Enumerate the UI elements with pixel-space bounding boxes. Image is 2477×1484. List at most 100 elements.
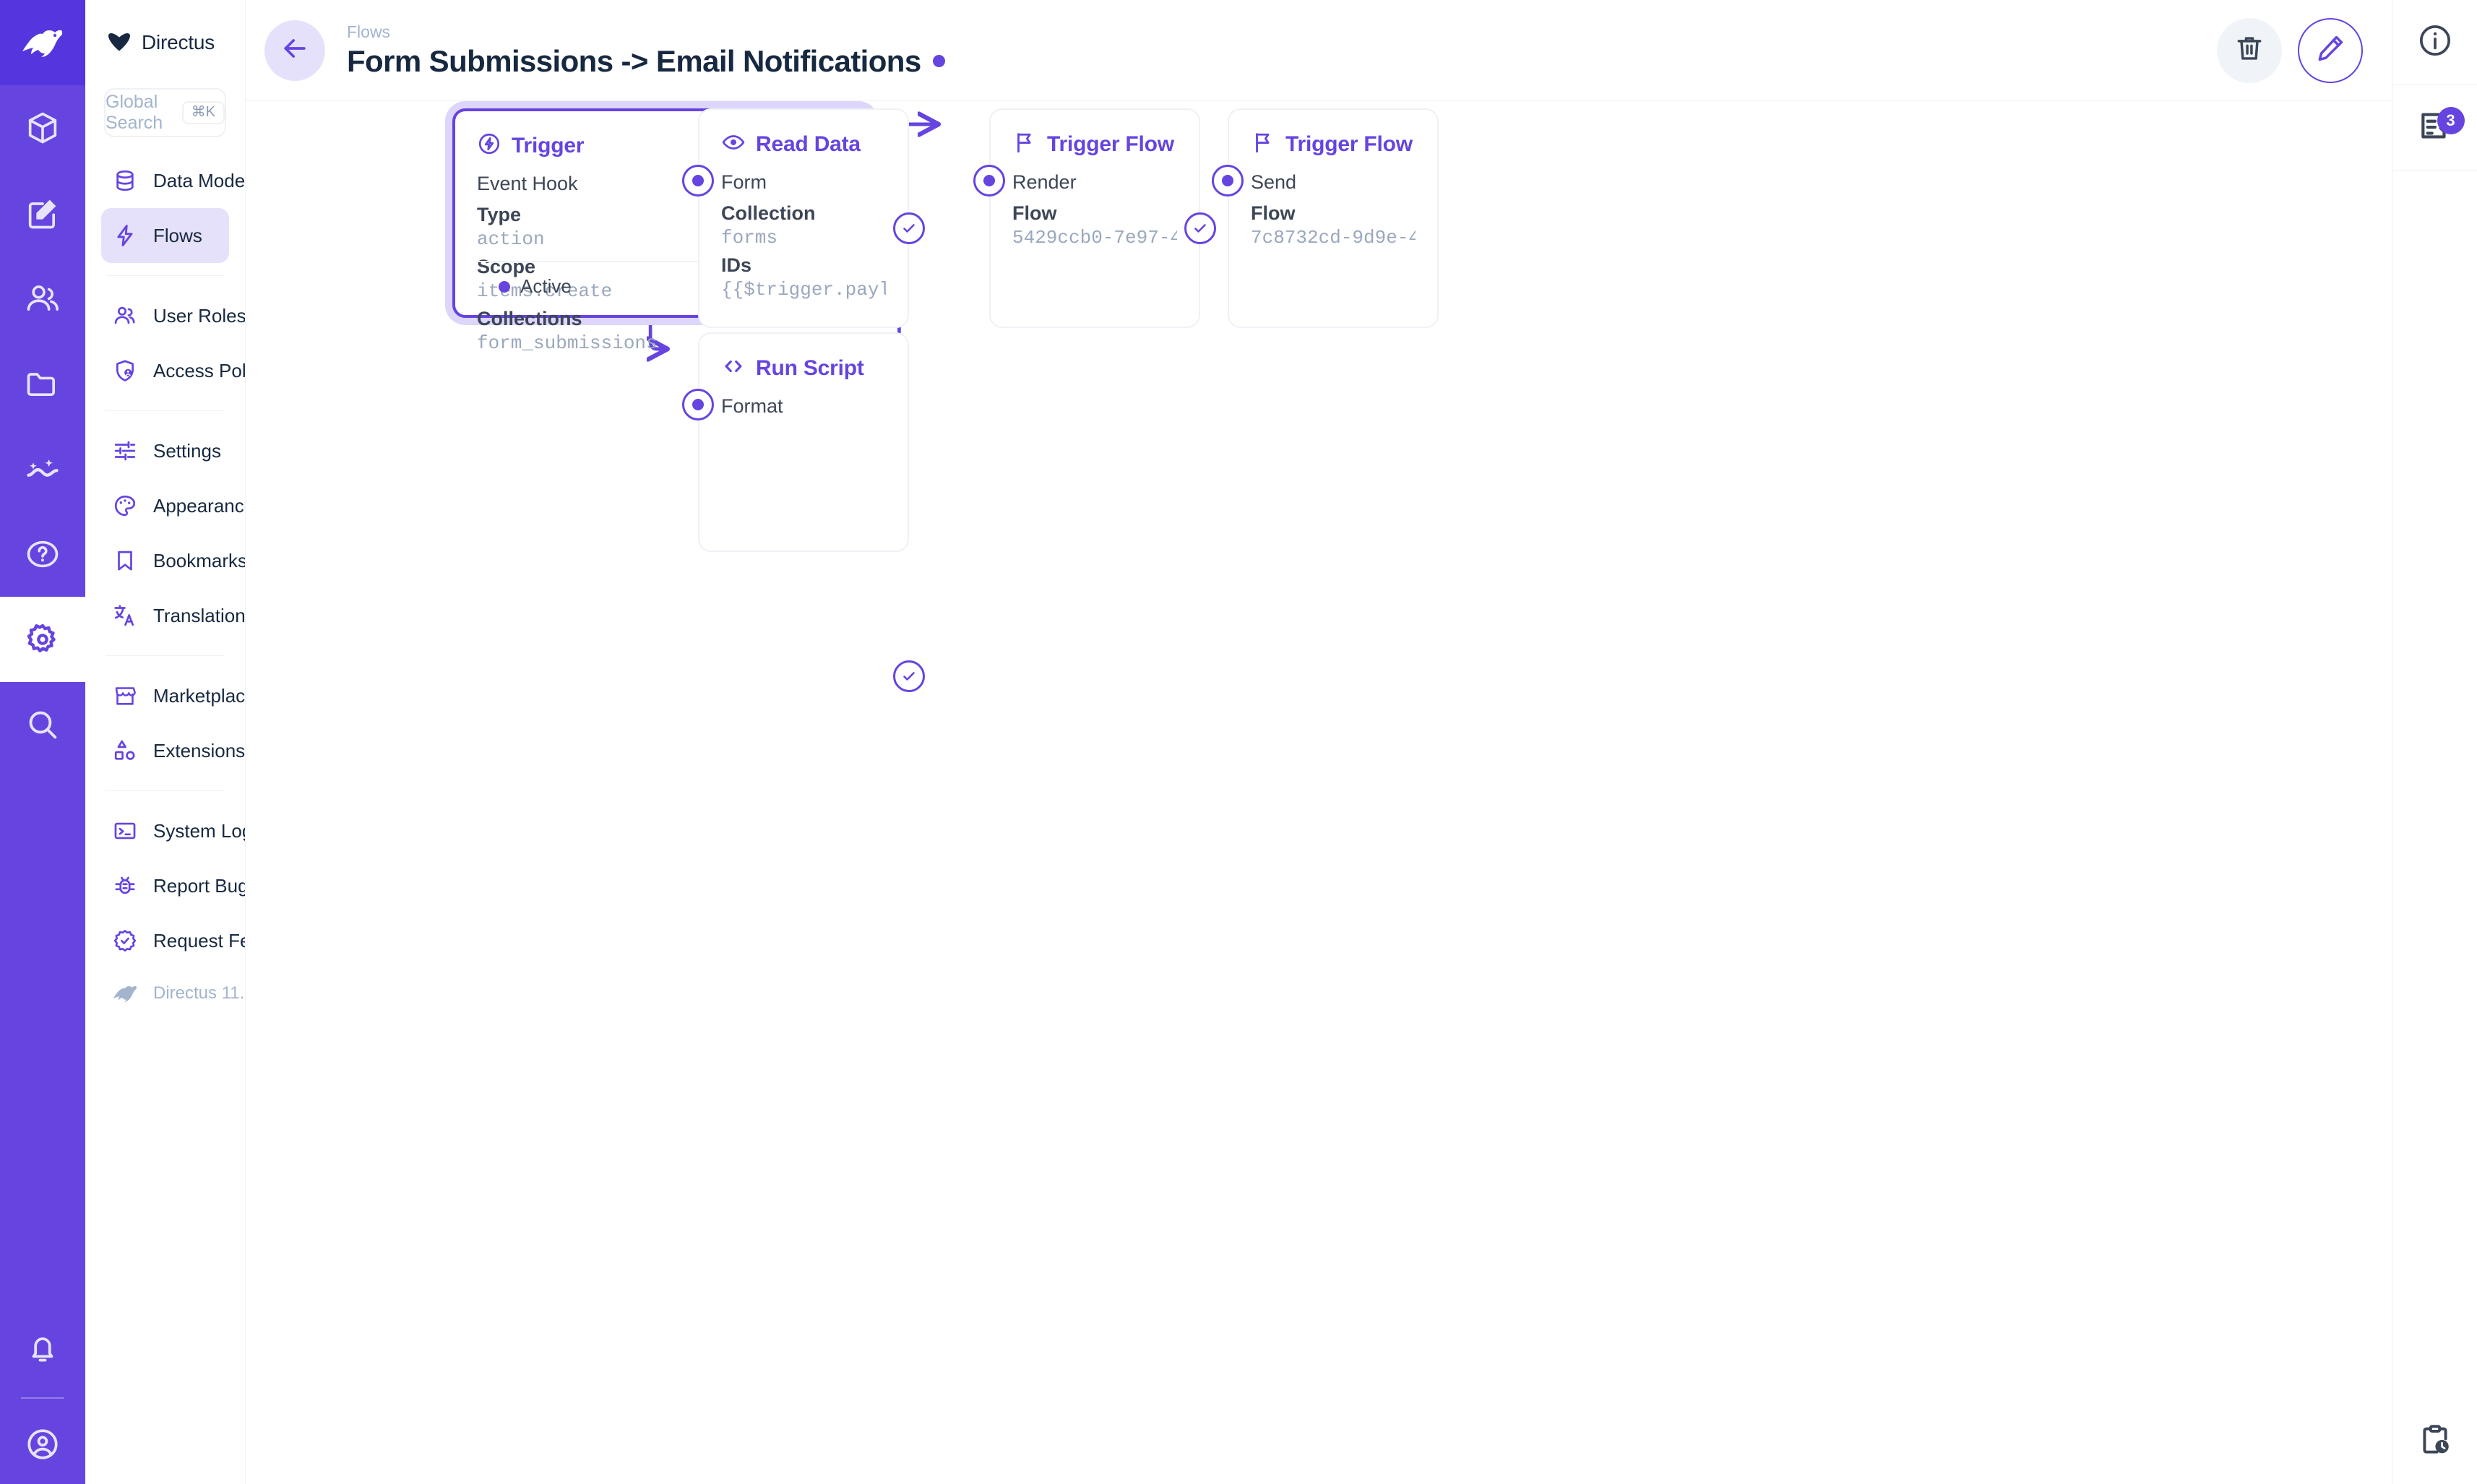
logs-count-badge: 3 <box>2437 107 2465 134</box>
flag-icon <box>1251 130 1275 158</box>
folder-icon <box>24 365 61 402</box>
page-title-block: Flows Form Submissions -> Email Notifica… <box>347 22 945 77</box>
sidebar-item-label: Appearance <box>153 494 245 517</box>
flow-canvas[interactable]: Trigger Event Hook Type action Scope ite… <box>246 101 2392 1484</box>
sidebar-item-flows[interactable]: Flows <box>101 208 229 263</box>
edit-square-icon <box>24 194 61 232</box>
rail-item-content[interactable] <box>0 85 85 171</box>
activity-history-button[interactable] <box>2392 1399 2477 1484</box>
sidebar-item-translations[interactable]: Translations <box>101 588 245 643</box>
flag-icon <box>1012 130 1037 158</box>
rail-item-account[interactable] <box>0 1405 85 1484</box>
rail-item-help[interactable] <box>0 512 85 597</box>
node-type-label: Trigger Flow <box>1285 131 1413 156</box>
edit-flow-button[interactable] <box>2298 17 2363 83</box>
badge-check-icon <box>111 927 139 954</box>
node-input-handle[interactable] <box>682 389 714 420</box>
node-input-handle[interactable] <box>1212 165 1244 197</box>
flow-node-trigger-flow-render[interactable]: Trigger Flow Render Flow 5429ccb0-7e97-4… <box>973 108 1216 328</box>
field-key: Flow <box>1012 202 1057 224</box>
rail-item-editor[interactable] <box>0 171 85 256</box>
sidebar-item-label: System Logs <box>153 819 245 842</box>
shapes-icon <box>111 737 139 764</box>
right-sidebar: 3 <box>2392 0 2477 1484</box>
node-name: Send <box>1251 171 1297 193</box>
rail-item-search[interactable] <box>0 682 85 767</box>
rail-item-settings[interactable] <box>0 597 85 682</box>
sidebar-item-report-bug[interactable]: Report Bug <box>101 858 245 913</box>
node-header: Trigger <box>477 131 847 160</box>
main-area: Flows Form Submissions -> Email Notifica… <box>246 0 2392 1484</box>
sidebar-item-appearance[interactable]: Appearance <box>101 478 245 533</box>
flow-node-run-script[interactable]: Run Script Format <box>682 332 925 692</box>
terminal-icon <box>111 817 139 845</box>
input-dot <box>1222 175 1233 186</box>
field-key: Scope <box>477 256 536 277</box>
sidebar-item-settings[interactable]: Settings <box>101 423 229 478</box>
node-type-label: Run Script <box>756 355 864 380</box>
shield-user-icon <box>111 357 139 384</box>
directus-logo-button[interactable] <box>0 0 85 85</box>
sidebar-nav: Data Model Flows User <box>85 137 245 1484</box>
flow-node-trigger-flow-send[interactable]: Trigger Flow Send Flow 7c8732cd-9d9e-44b… <box>1212 108 1439 328</box>
node-input-handle[interactable] <box>973 165 1005 197</box>
question-circle-icon <box>24 535 61 573</box>
arrow-left-icon <box>279 33 311 68</box>
magnifier-icon <box>24 706 61 743</box>
rail-item-files[interactable] <box>0 341 85 426</box>
node-name: Render <box>1012 171 1077 193</box>
flow-status-dot <box>932 55 945 68</box>
node-resolve-handle[interactable] <box>893 212 925 244</box>
sidebar-item-request-feature[interactable]: Request Feature <box>101 913 245 968</box>
info-panel-button[interactable] <box>2392 0 2477 85</box>
node-header: Read Data <box>721 130 886 158</box>
field-value: form_submissions <box>477 332 658 354</box>
database-icon <box>111 167 139 194</box>
search-input[interactable]: Global Search ⌘K <box>104 88 226 137</box>
sidebar-item-marketplace[interactable]: Marketplace Beta <box>101 668 245 723</box>
sidebar-item-bookmarks[interactable]: Bookmarks <box>101 533 245 588</box>
field-key: IDs <box>721 254 752 276</box>
back-button[interactable] <box>264 20 325 81</box>
settings-sidebar: Directus Global Search ⌘K Data Model <box>85 0 246 1484</box>
gear-icon <box>24 621 61 658</box>
node-resolve-handle[interactable] <box>893 660 925 692</box>
field-value: forms <box>721 227 778 249</box>
delete-flow-button[interactable] <box>2217 17 2282 83</box>
brand-name: Directus <box>142 31 215 53</box>
node-type-label: Trigger Flow <box>1047 131 1174 156</box>
palette-icon <box>111 492 139 519</box>
node-header: Trigger Flow <box>1251 130 1416 158</box>
directus-rabbit-logo-icon <box>111 980 139 1007</box>
flow-node-read-data[interactable]: Read Data Form Collection forms IDs {{$t… <box>682 108 925 328</box>
users-icon <box>111 302 139 329</box>
sidebar-item-data-model[interactable]: Data Model <box>101 153 245 208</box>
sidebar-item-system-logs[interactable]: System Logs <box>101 803 245 858</box>
pencil-icon <box>2314 33 2346 68</box>
logs-panel-button[interactable]: 3 <box>2392 85 2477 171</box>
sidebar-version: Directus 11.7.2 <box>101 968 245 1019</box>
input-dot <box>983 175 995 186</box>
sparkle-line-icon <box>24 450 61 488</box>
rail-item-insights[interactable] <box>0 426 85 512</box>
node-resolve-handle[interactable] <box>1184 212 1216 244</box>
sidebar-item-user-roles[interactable]: User Roles <box>101 288 245 343</box>
status-dot <box>499 280 510 293</box>
translate-icon <box>111 602 139 629</box>
sidebar-item-label: Flows <box>153 224 202 246</box>
rail-item-notifications[interactable] <box>0 1306 85 1392</box>
user-circle-icon <box>25 1426 61 1462</box>
rail-item-users[interactable] <box>0 256 85 341</box>
lightning-bolt-icon <box>111 222 139 249</box>
sidebar-item-label: Bookmarks <box>153 549 245 571</box>
node-input-handle[interactable] <box>682 165 714 197</box>
sidebar-item-label: Marketplace <box>153 684 245 707</box>
sidebar-item-extensions[interactable]: Extensions <box>101 723 245 778</box>
bell-icon <box>25 1331 61 1367</box>
sidebar-item-label: Access Policies <box>153 359 245 381</box>
sidebar-item-access-policies[interactable]: Access Policies <box>101 343 245 398</box>
breadcrumb[interactable]: Flows <box>347 22 391 42</box>
sidebar-item-label: Data Model <box>153 169 245 191</box>
bookmark-icon <box>111 547 139 574</box>
